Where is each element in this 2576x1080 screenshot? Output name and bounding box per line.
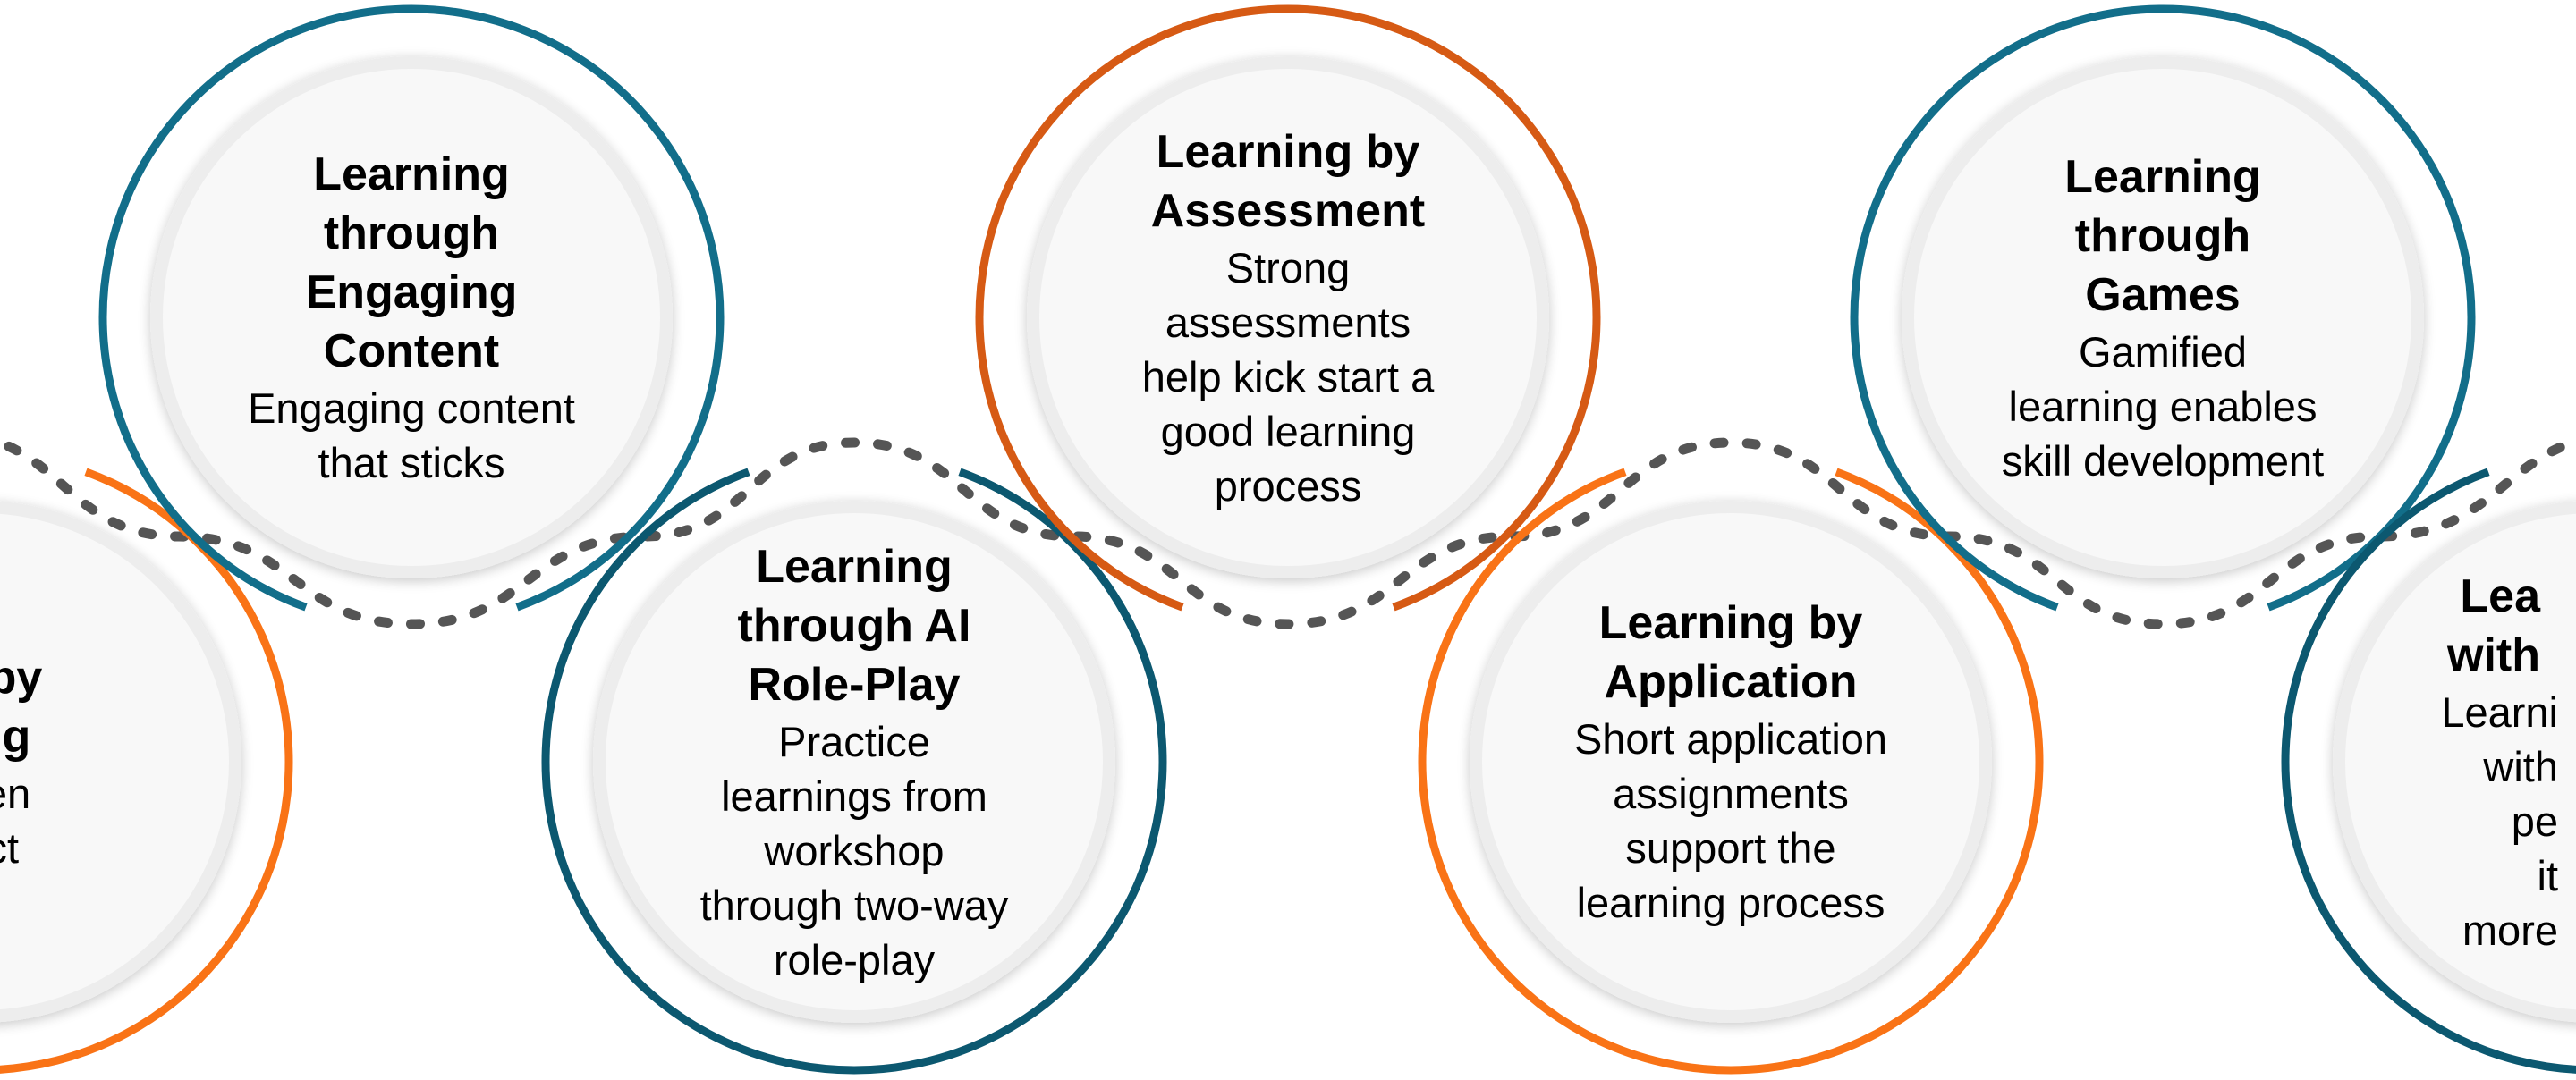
node-engaging-content: Learning through Engaging Content Engagi… — [179, 85, 644, 550]
node-description: Short application assignments support th… — [1573, 715, 1888, 926]
node-ring — [98, 4, 724, 612]
node-application: Learning by Application Short applicatio… — [1498, 529, 1963, 994]
node-disc — [2333, 501, 2576, 1023]
node-title: Learning by Application — [1598, 597, 1863, 708]
node-title: Learning through Games — [2064, 150, 2261, 321]
node-disc — [1027, 56, 1549, 578]
node-title: Learning through Engaging Content — [305, 148, 518, 377]
node-reflecting: ng by tting when flect — [0, 529, 213, 994]
node-disc — [593, 501, 1115, 1023]
node-disc — [150, 56, 673, 578]
node-title: ng by tting — [0, 652, 43, 763]
node-ring — [541, 468, 1167, 1075]
node-ring — [1850, 4, 2476, 612]
node-ring — [0, 468, 293, 1074]
node-disc — [1902, 56, 2424, 578]
node-title: Learning by Assessment — [1150, 125, 1426, 237]
node-ai-role-play: Learning through AI Role-Play Practice l… — [622, 529, 1087, 994]
node-peers: Lea with Learni with pe it more — [2361, 529, 2576, 994]
node-assessment: Learning by Assessment Strong assessment… — [1055, 85, 1521, 550]
node-description: Gamified learning enables skill developm… — [2001, 327, 2325, 485]
node-title: Lea with — [2447, 570, 2540, 681]
node-ring — [2281, 468, 2576, 1074]
dotted-connector — [0, 436, 2576, 629]
node-description: Strong assessments help kick start a goo… — [1141, 243, 1435, 510]
node-disc — [1470, 501, 1992, 1023]
node-description: Practice learnings from workshop through… — [699, 717, 1009, 983]
node-description: Learni with pe it more — [2441, 688, 2558, 954]
node-description: when flect — [0, 770, 31, 872]
node-ring — [975, 4, 1601, 612]
node-disc — [0, 501, 242, 1023]
node-title: Learning through AI Role-Play — [737, 540, 971, 711]
node-ring — [1418, 468, 2044, 1075]
node-games: Learning through Games Gamified learning… — [1930, 85, 2395, 550]
node-description: Engaging content that sticks — [248, 384, 575, 486]
